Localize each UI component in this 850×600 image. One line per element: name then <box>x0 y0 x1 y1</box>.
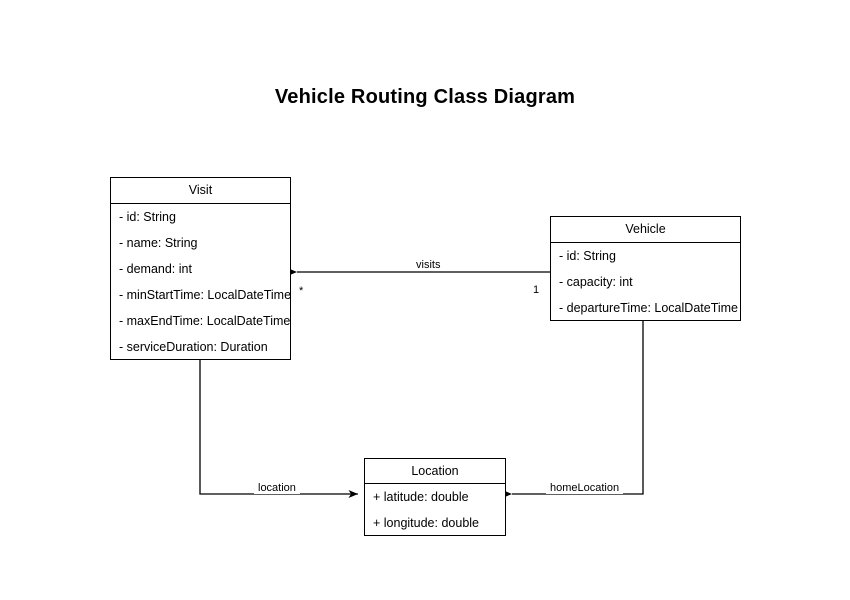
uml-attribute: - id: String <box>559 248 616 263</box>
uml-class-visit-name: Visit <box>111 178 290 204</box>
uml-attribute: - demand: int <box>119 261 192 276</box>
uml-attribute: - name: String <box>119 235 198 250</box>
uml-attribute: + latitude: double <box>373 489 469 504</box>
uml-attribute: - serviceDuration: Duration <box>119 339 268 354</box>
edge-location <box>199 360 358 498</box>
uml-class-visit[interactable]: Visit - id: String - name: String - dema… <box>110 177 291 360</box>
edge-label-home-location: homeLocation <box>546 483 624 494</box>
edge-home-location <box>502 321 644 498</box>
uml-attribute: + longitude: double <box>373 515 479 530</box>
uml-class-vehicle[interactable]: Vehicle - id: String - capacity: int - d… <box>550 216 741 321</box>
uml-class-vehicle-attributes: - id: String - capacity: int - departure… <box>551 243 740 321</box>
uml-class-vehicle-name: Vehicle <box>551 217 740 243</box>
edge-home-location-line <box>502 321 644 498</box>
multiplicity-visit-side: * <box>299 285 304 297</box>
uml-class-visit-attributes: - id: String - name: String - demand: in… <box>111 204 292 360</box>
uml-attribute: - capacity: int <box>559 274 633 289</box>
uml-attribute: - departureTime: LocalDateTime <box>559 300 739 315</box>
uml-class-location-attributes: + latitude: double + longitude: double <box>365 484 505 536</box>
uml-class-location[interactable]: Location + latitude: double + longitude:… <box>364 458 506 536</box>
edge-label-visits: visits <box>412 260 445 271</box>
uml-class-location-name: Location <box>365 459 505 484</box>
uml-attribute: - id: String <box>119 209 176 224</box>
edge-label-location: location <box>254 483 300 494</box>
multiplicity-vehicle-side: 1 <box>533 284 540 296</box>
uml-attribute: - maxEndTime: LocalDateTime <box>119 313 291 328</box>
edge-location-line <box>199 360 358 498</box>
uml-attribute: - minStartTime: LocalDateTime <box>119 287 292 302</box>
diagram-title: Vehicle Routing Class Diagram <box>274 86 576 108</box>
